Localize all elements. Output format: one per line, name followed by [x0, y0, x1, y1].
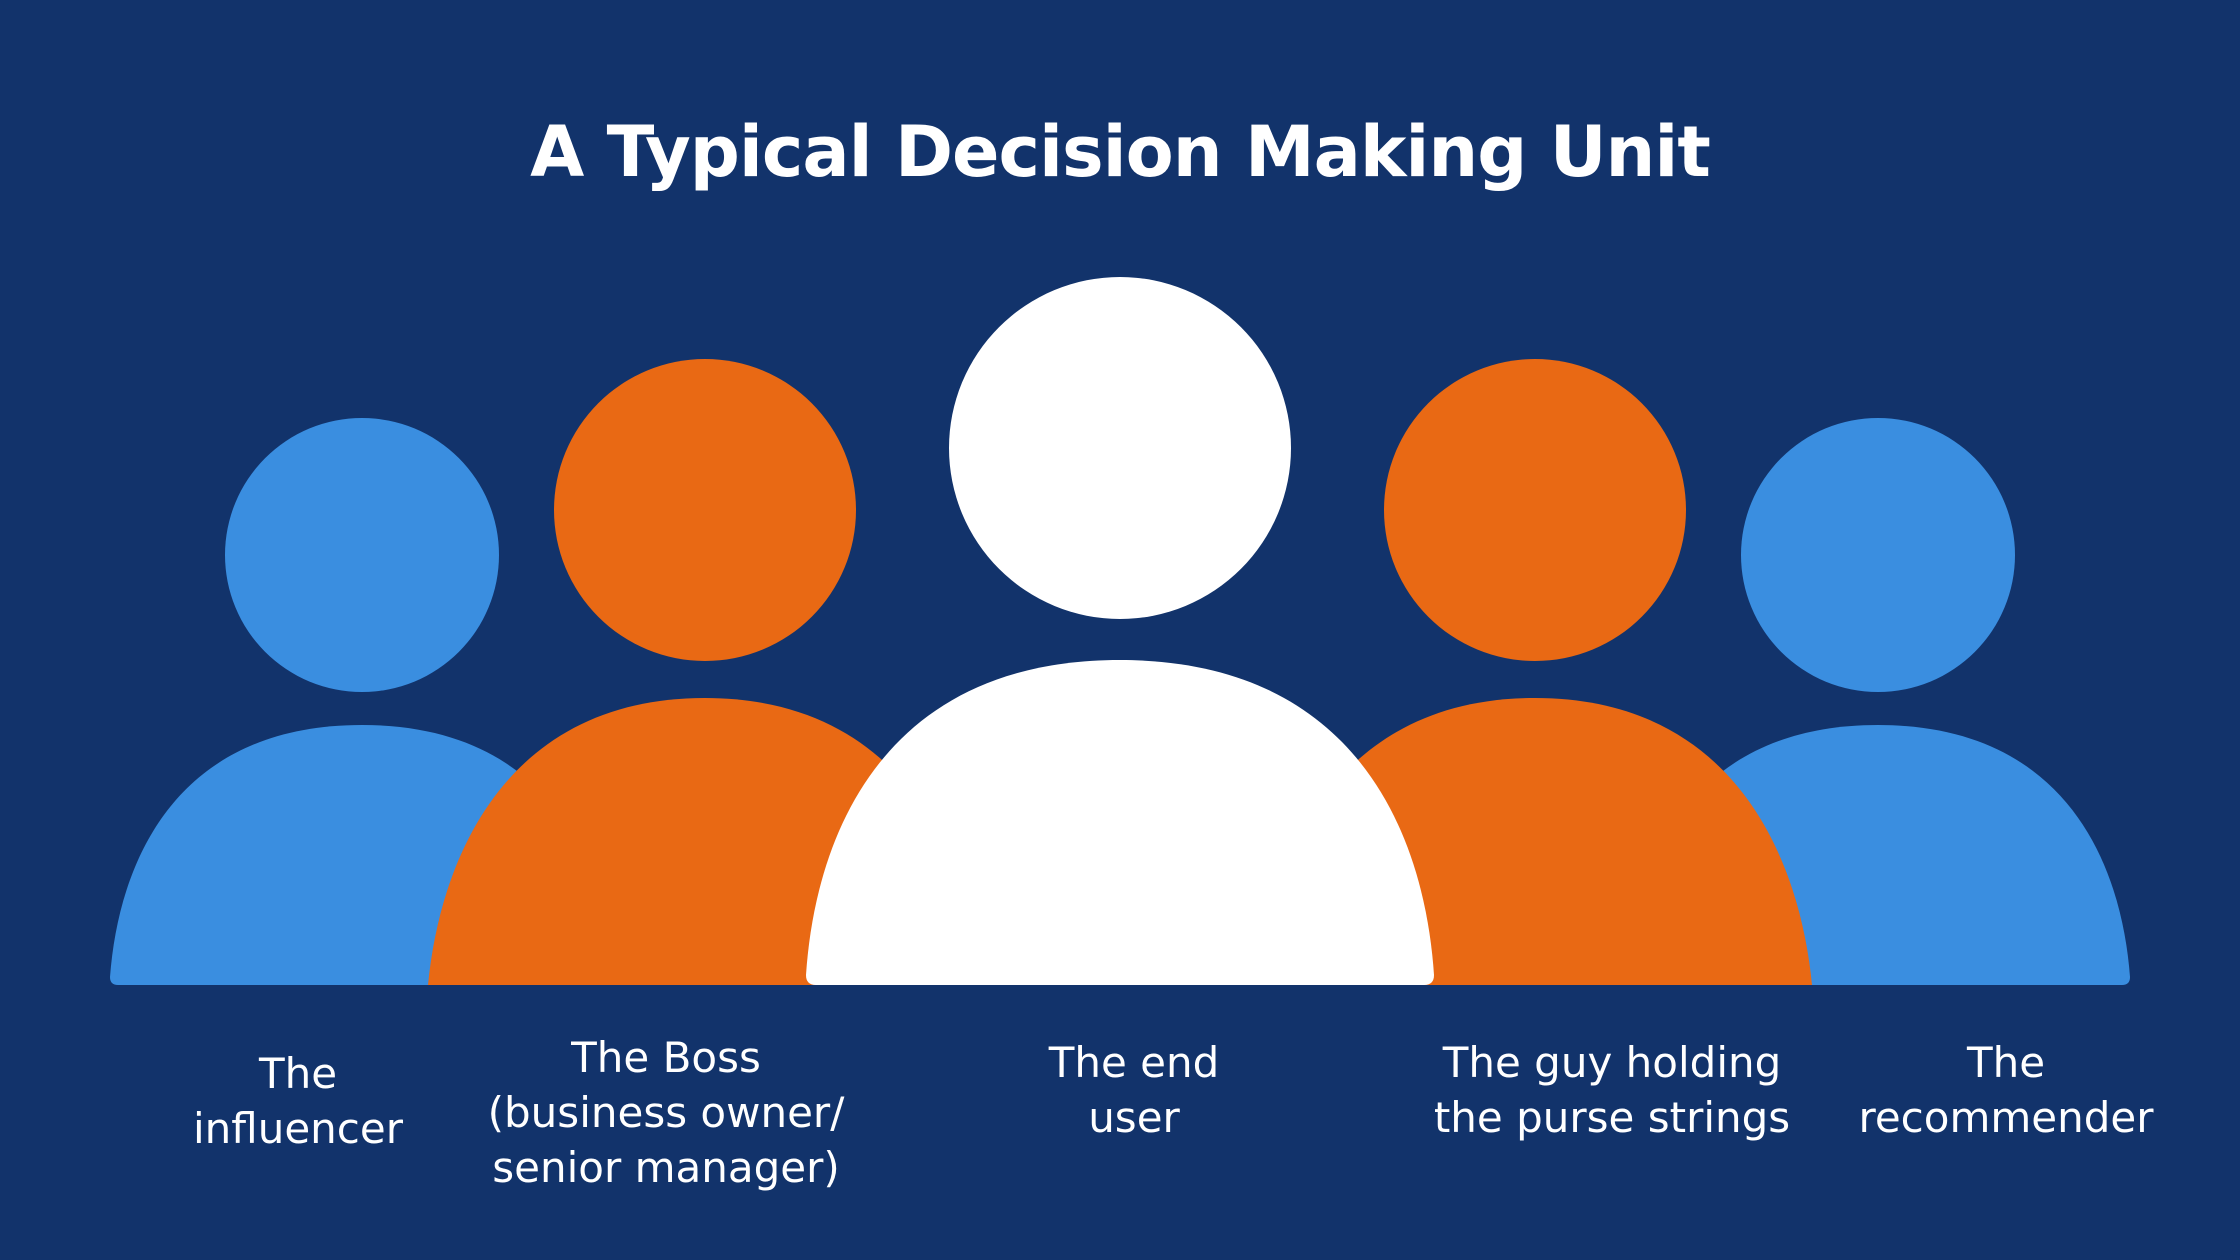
- label-end-user: The end user: [1048, 1038, 1220, 1142]
- label-influencer: The influencer: [192, 1049, 404, 1153]
- person-purse-strings-head: [1384, 359, 1686, 661]
- label-recommender: The recommender: [1858, 1038, 2154, 1142]
- person-recommender-head: [1741, 418, 2015, 692]
- diagram-title: A Typical Decision Making Unit: [530, 111, 1711, 193]
- person-end-user-head: [949, 277, 1291, 619]
- person-end-user-figure: [806, 277, 1434, 985]
- person-influencer-head: [225, 418, 499, 692]
- person-end-user-body: [806, 660, 1434, 985]
- person-boss-head: [554, 359, 856, 661]
- label-purse-strings: The guy holding the purse strings: [1433, 1038, 1791, 1142]
- label-boss: The Boss (business owner/ senior manager…: [487, 1033, 845, 1192]
